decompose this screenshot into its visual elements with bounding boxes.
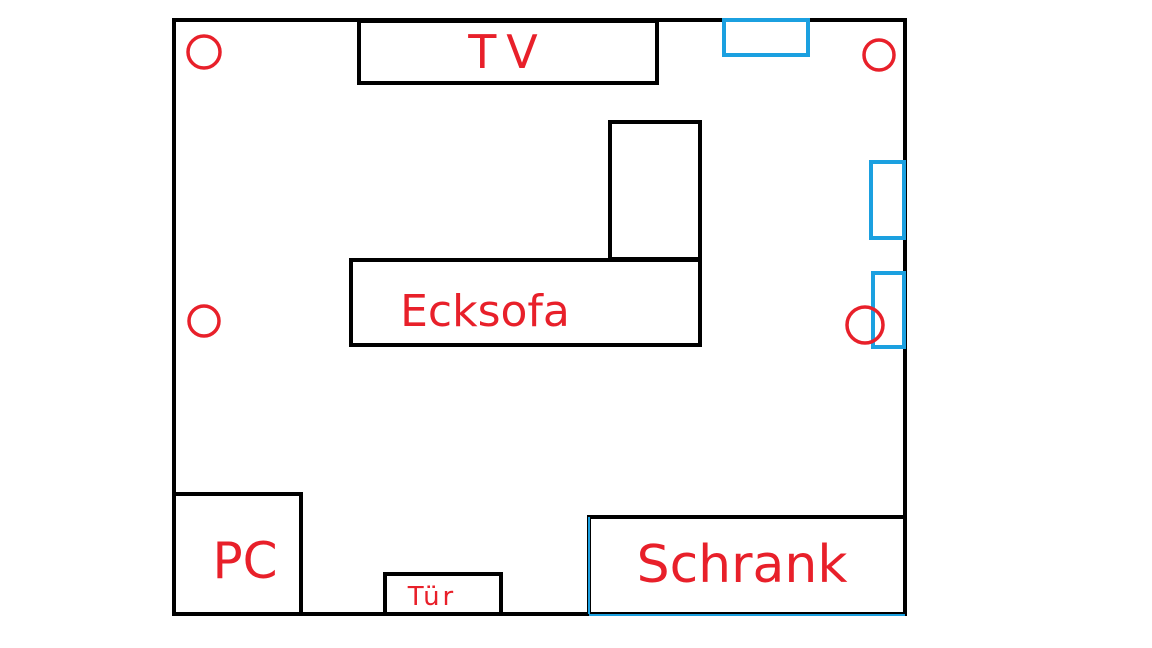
window-right-upper [869, 160, 906, 240]
tv-label: TV [467, 25, 548, 79]
window-top [722, 18, 810, 57]
speaker-top-right-icon [862, 38, 896, 72]
door [383, 572, 503, 616]
pc-desk [172, 492, 303, 616]
tuer-label: Tür [407, 582, 456, 612]
speaker-top-left-icon [186, 34, 222, 70]
tv-unit [357, 19, 659, 85]
sofa-vertical-part [608, 120, 702, 261]
schrank-label: Schrank [637, 535, 848, 595]
pc-label: PC [212, 532, 277, 590]
speaker-mid-left-icon [187, 304, 221, 338]
ecksofa-label: Ecksofa [400, 286, 570, 337]
sofa-horizontal-part [349, 258, 702, 347]
speaker-mid-right-icon [845, 305, 885, 345]
